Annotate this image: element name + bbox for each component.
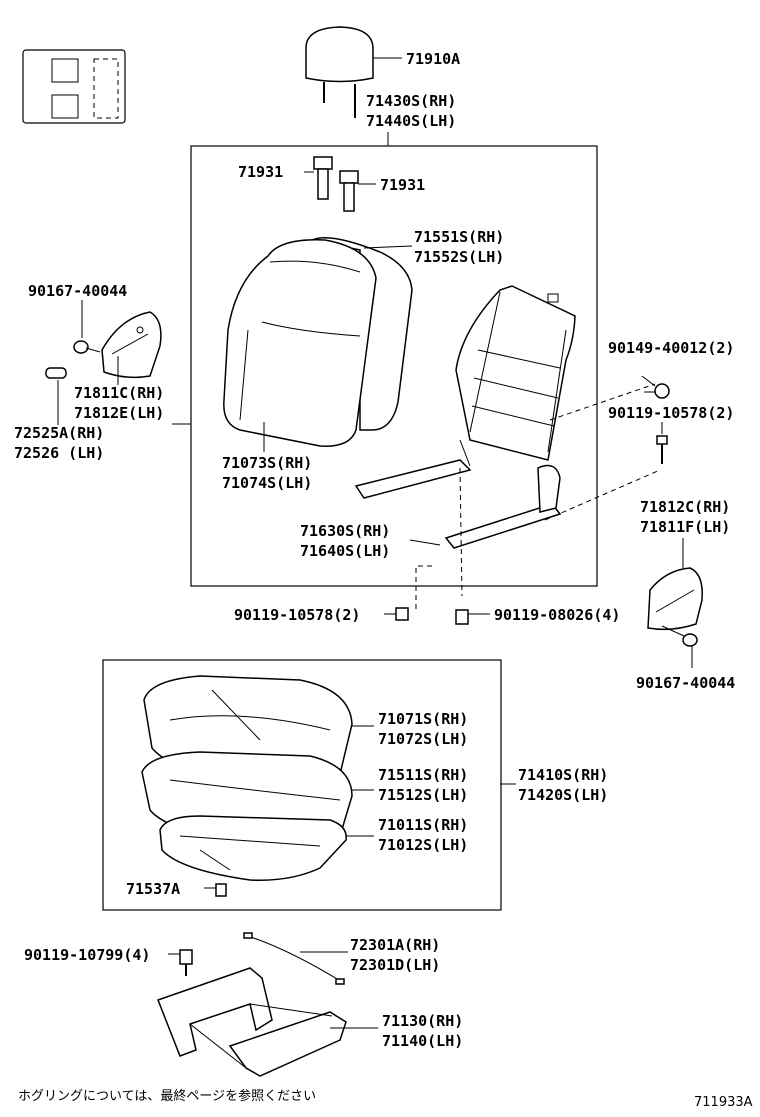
label-bolt-adjuster: 90119-10799(4) bbox=[24, 946, 150, 964]
recliner-cover-right bbox=[647, 567, 703, 631]
bolt-right-2 bbox=[656, 435, 668, 464]
label-bolt-right-2: 90119-10578(2) bbox=[608, 404, 734, 422]
label-back-cover-lh: 71074S(LH) bbox=[222, 474, 312, 492]
label-recliner-cover-lh: 71812E(LH) bbox=[74, 404, 164, 422]
label-guide-right: 71931 bbox=[380, 176, 425, 194]
label-bolt-right-1: 90149-40012(2) bbox=[608, 339, 734, 357]
seat-adjuster-part bbox=[157, 949, 347, 1077]
label-adjuster-rh: 71130(RH) bbox=[382, 1012, 463, 1030]
label-cushion-frame-rh: 71011S(RH) bbox=[378, 816, 468, 834]
label-headrest: 71910A bbox=[406, 50, 460, 68]
label-knob-rh: 72525A(RH) bbox=[14, 424, 104, 442]
label-cushion-cover-lh: 71072S(LH) bbox=[378, 730, 468, 748]
label-frame-lh: 71640S(LH) bbox=[300, 542, 390, 560]
label-cable-rh: 72301A(RH) bbox=[350, 936, 440, 954]
label-back-cover-rh: 71073S(RH) bbox=[222, 454, 312, 472]
label-back-pad-lh: 71552S(LH) bbox=[414, 248, 504, 266]
label-clip: 71537A bbox=[126, 880, 180, 898]
headrest-guide-right bbox=[339, 170, 359, 212]
cushion-group-box bbox=[102, 659, 502, 911]
bolt-bottom-right bbox=[455, 609, 469, 625]
label-knob-lh: 72526 (LH) bbox=[14, 444, 104, 462]
label-cushion-assy-rh: 71410S(RH) bbox=[518, 766, 608, 784]
label-cover-right-rh: 71812C(RH) bbox=[640, 498, 730, 516]
footer-note: ホグリングについては、最終ページを参照ください bbox=[18, 1088, 316, 1104]
diagram-code: 711933A bbox=[694, 1095, 753, 1110]
label-cushion-pad-rh: 71511S(RH) bbox=[378, 766, 468, 784]
label-bolt-bottom-left: 90119-10578(2) bbox=[234, 606, 360, 624]
screw-right-bottom bbox=[682, 633, 698, 647]
label-headrest-support-lh: 71440S(LH) bbox=[366, 112, 456, 130]
bolt-right-1 bbox=[654, 383, 670, 399]
bolt-bottom-left bbox=[395, 607, 409, 621]
headrest-guide-left bbox=[313, 156, 333, 200]
headrest-part bbox=[305, 26, 374, 118]
label-bolt-bottom-right: 90119-08026(4) bbox=[494, 606, 620, 624]
label-back-pad-rh: 71551S(RH) bbox=[414, 228, 504, 246]
label-cushion-pad-lh: 71512S(LH) bbox=[378, 786, 468, 804]
label-cable-lh: 72301D(LH) bbox=[350, 956, 440, 974]
screw-left-top bbox=[73, 340, 101, 354]
clip-part bbox=[215, 883, 227, 897]
cable-part bbox=[243, 932, 345, 985]
seatback-frame-part bbox=[354, 285, 576, 549]
label-cushion-assy-lh: 71420S(LH) bbox=[518, 786, 608, 804]
label-guide-left: 71931 bbox=[238, 163, 283, 181]
cushion-frame-part bbox=[159, 815, 347, 881]
label-frame-rh: 71630S(RH) bbox=[300, 522, 390, 540]
label-recliner-cover-rh: 71811C(RH) bbox=[74, 384, 164, 402]
label-cushion-frame-lh: 71012S(LH) bbox=[378, 836, 468, 854]
seat-position-icon bbox=[22, 49, 126, 124]
label-screw-right-bottom: 90167-40044 bbox=[636, 674, 735, 692]
label-cushion-cover-rh: 71071S(RH) bbox=[378, 710, 468, 728]
label-screw-left-top: 90167-40044 bbox=[28, 282, 127, 300]
label-headrest-support-rh: 71430S(RH) bbox=[366, 92, 456, 110]
label-cover-right-lh: 71811F(LH) bbox=[640, 518, 730, 536]
part-labels: 71910A 71430S(RH) 71440S(LH) 71931 71931… bbox=[14, 50, 735, 1050]
label-adjuster-lh: 71140(LH) bbox=[382, 1032, 463, 1050]
recliner-cover-left bbox=[101, 311, 162, 379]
knob-part bbox=[45, 367, 67, 379]
seatback-group-box bbox=[190, 145, 598, 587]
seatback-cover-part bbox=[223, 239, 377, 447]
